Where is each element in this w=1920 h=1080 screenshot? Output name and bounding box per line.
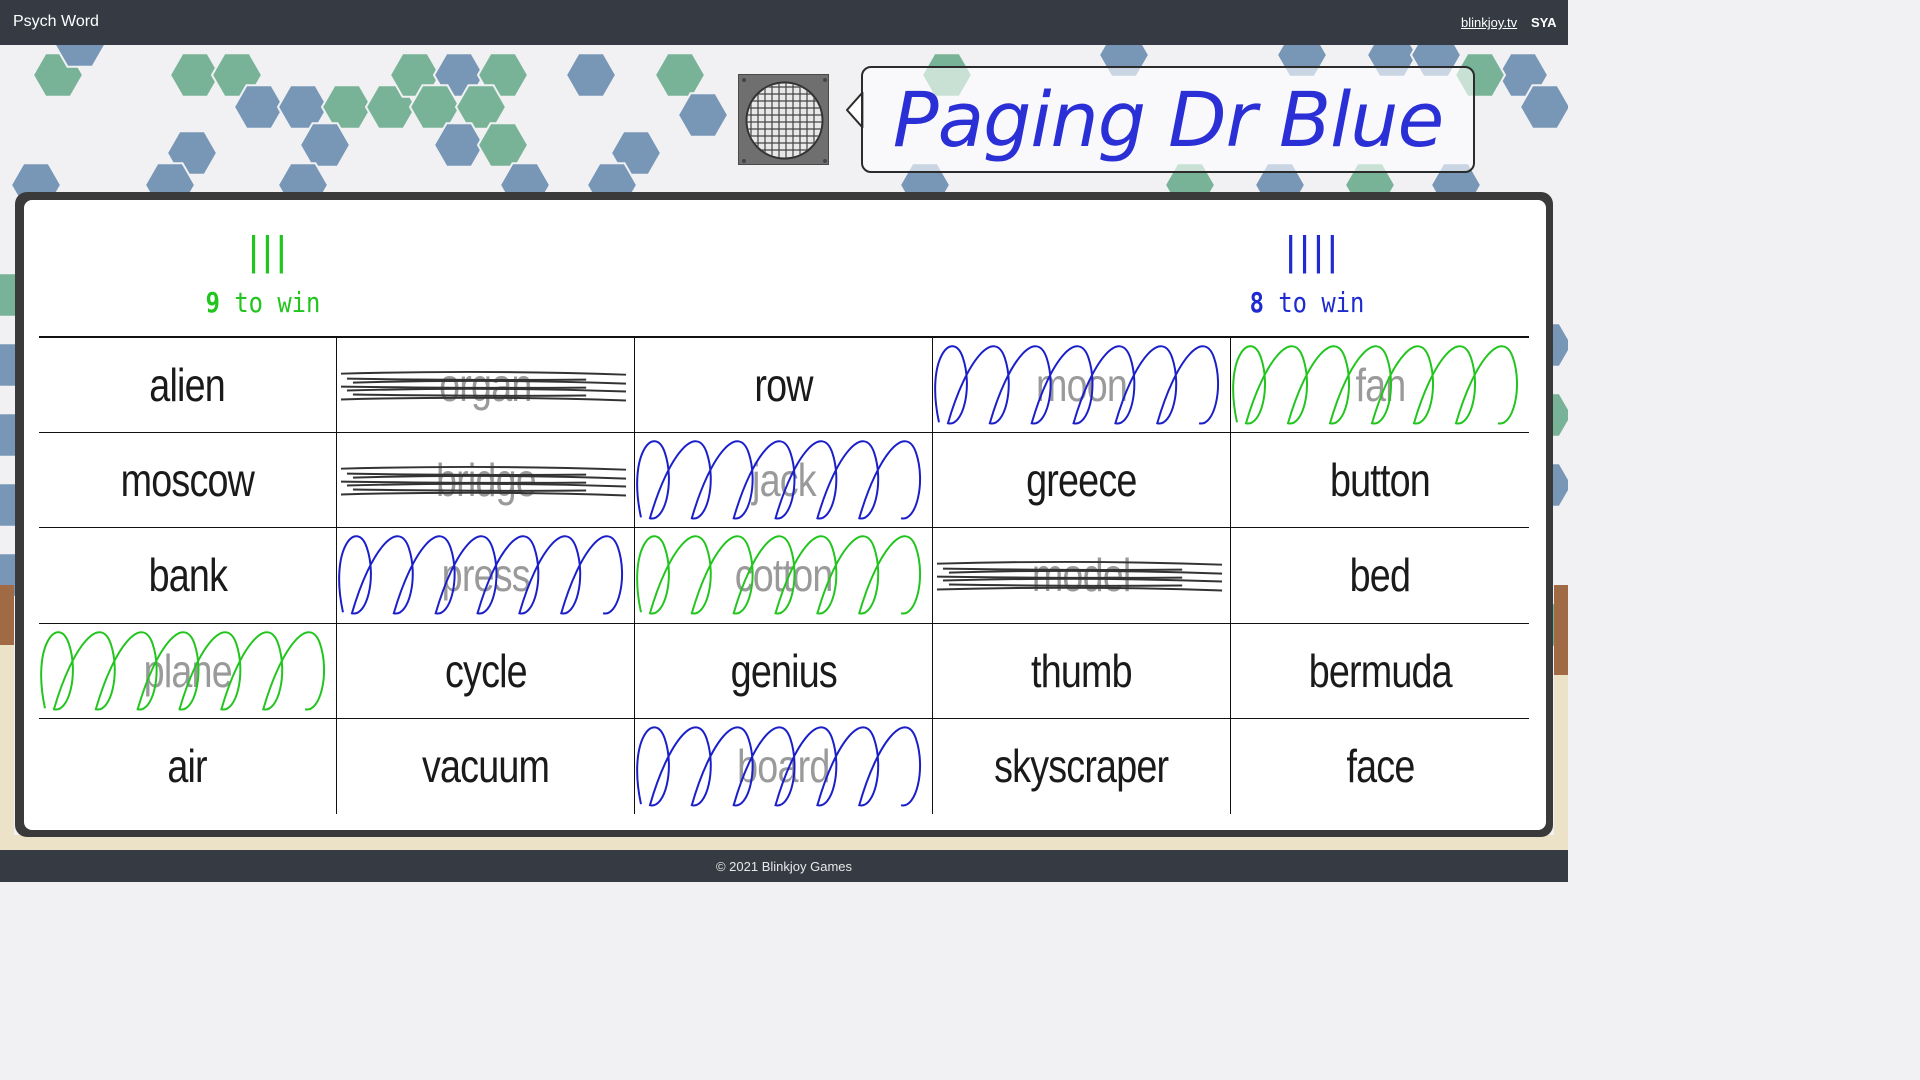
green-team-mark [1232,345,1519,425]
word-card-label: fan [1355,359,1406,412]
word-card-alien[interactable]: alien [39,338,337,434]
word-card-plane[interactable]: plane [39,623,337,719]
word-card-label: bed [1349,549,1411,602]
word-card-moscow[interactable]: moscow [39,433,337,529]
green-tally: ||| [242,229,293,273]
clue-speech-bubble [861,66,1475,173]
app-title: Psych Word [13,13,99,30]
word-card-organ[interactable]: organ [337,338,635,434]
word-card-button[interactable]: button [1231,433,1529,529]
blue-to-win: 8 to win [1222,286,1392,319]
green-team-mark [40,630,326,710]
green-to-win-label: to win [234,286,321,319]
word-card-vacuum[interactable]: vacuum [337,718,635,814]
word-card-bridge[interactable]: bridge [337,433,635,529]
word-card-label: button [1330,454,1431,507]
word-card-bank[interactable]: bank [39,528,337,624]
word-grid: alien organ row moon fan moscow bridge jack gree… [39,336,1529,814]
word-card-label: cycle [444,644,528,697]
neutral-team-mark [340,466,627,497]
word-card-label: greece [1026,454,1137,507]
word-card-jack[interactable]: jack [635,433,933,529]
site-link[interactable]: blinkjoy.tv [1461,15,1518,30]
blue-to-win-label: to win [1278,286,1365,319]
word-card-cycle[interactable]: cycle [337,623,635,719]
word-card-thumb[interactable]: thumb [933,623,1231,719]
word-card-label: press [441,549,530,602]
word-card-bermuda[interactable]: bermuda [1231,624,1529,719]
word-card-cotton[interactable]: cotton [635,528,933,624]
word-card-label: vacuum [421,740,550,793]
blue-remaining: 8 [1249,286,1265,319]
word-card-row[interactable]: row [635,338,933,434]
word-card-board[interactable]: board [635,718,933,814]
word-card-label: organ [439,359,532,412]
word-card-label: face [1345,740,1415,793]
word-card-skyscraper[interactable]: skyscraper [933,718,1231,814]
clue-text: Paging Dr Blue [892,75,1444,164]
blue-team-mark [636,726,922,806]
word-card-label: jack [751,454,817,507]
word-card-label: alien [149,359,226,412]
neutral-team-mark [340,370,627,402]
blue-team-mark [636,440,922,520]
word-card-label: row [754,359,813,412]
user-initials[interactable]: SYA [1531,15,1557,30]
word-card-label: model [1032,549,1131,602]
word-card-air[interactable]: air [39,718,337,814]
word-card-bed[interactable]: bed [1231,528,1529,624]
word-card-label: thumb [1031,644,1133,697]
word-card-fan[interactable]: fan [1231,338,1529,434]
word-card-label: bermuda [1308,644,1452,697]
word-card-label: bank [148,549,227,602]
word-card-moon[interactable]: moon [933,338,1231,434]
word-card-label: skyscraper [994,740,1169,793]
speaker-grille-icon [738,74,829,165]
word-card-label: plane [143,644,232,697]
word-card-label: air [167,740,208,793]
word-card-press[interactable]: press [337,528,635,624]
green-team-score: ||| 9 to win [163,228,363,319]
word-card-model[interactable]: model [933,528,1231,624]
green-remaining: 9 [205,286,221,319]
copyright: © 2021 Blinkjoy Games [715,858,853,874]
neutral-team-mark [936,561,1223,592]
word-card-genius[interactable]: genius [635,623,933,719]
top-bar: Psych Word blinkjoy.tv SYA [0,0,1568,45]
word-card-label: genius [730,644,837,697]
blue-tally: |||| [1279,229,1344,273]
word-card-face[interactable]: face [1231,719,1529,814]
blue-team-mark [338,535,624,615]
word-card-label: moscow [120,454,255,507]
footer: © 2021 Blinkjoy Games [0,850,1568,882]
blue-team-score: |||| 8 to win [1207,228,1407,319]
word-card-greece[interactable]: greece [933,433,1231,529]
green-to-win: 9 to win [178,286,348,319]
green-team-mark [636,535,922,615]
blue-team-mark [934,345,1220,425]
word-card-label: bridge [435,454,537,507]
